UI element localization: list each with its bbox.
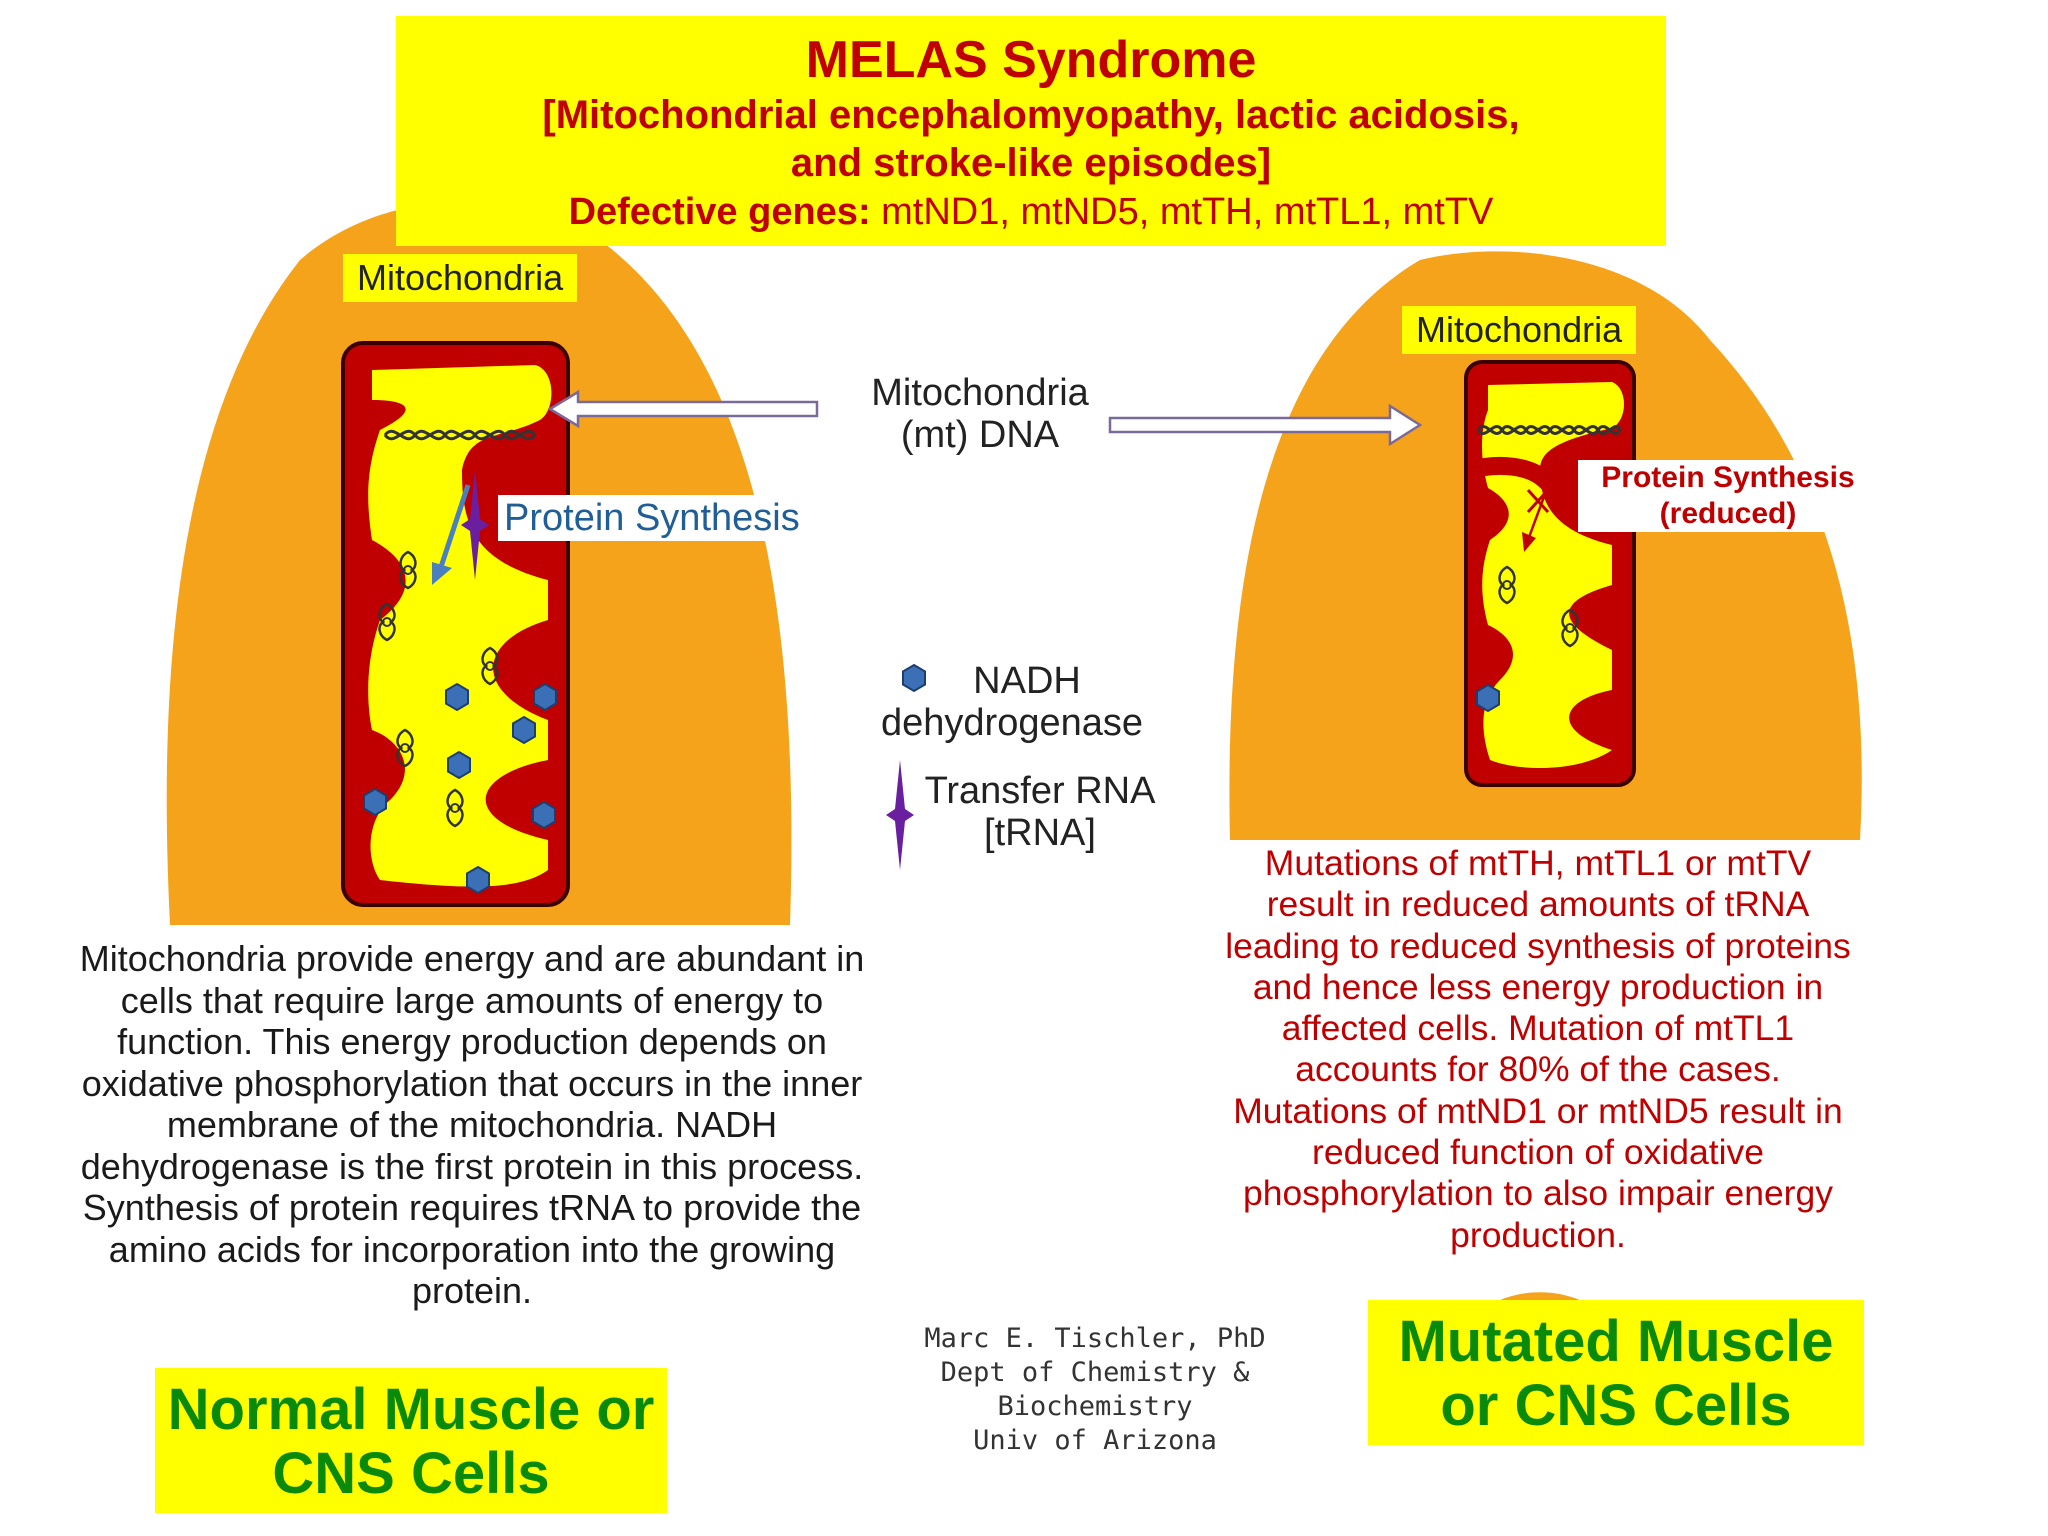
title-subtitle-line2: and stroke-like episodes] [790, 141, 1272, 185]
mutated-mitochondria-label: Mitochondria [1402, 306, 1637, 354]
mutated-mitochondrion [1464, 360, 1636, 787]
genes-label: Defective genes: [568, 191, 871, 233]
mutated-caption-box [1368, 1300, 1864, 1445]
page-title: MELAS Syndrome [805, 31, 1257, 89]
normal-mitochondrion [341, 341, 570, 907]
mutated-cell-description: Mutations of mtTH, mtTL1 or mtTV result … [1225, 843, 1851, 1255]
title-subtitle-line1: [Mitochondrial encephalomyopathy, lactic… [542, 93, 1520, 137]
mt-dna-label: Mitochondria (mt) DNA [871, 372, 1089, 456]
trna-legend-label: Transfer RNA [tRNA] [924, 770, 1156, 854]
defective-genes: Defective genes: mtND1, mtND5, mtTH, mtT… [396, 187, 1666, 237]
author-credit: Marc E. Tischler, PhD Dept of Chemistry … [924, 1323, 1266, 1456]
genes-list: mtND1, mtND5, mtTH, mtTL1, mtTV [881, 191, 1494, 233]
title-banner [396, 16, 1666, 246]
dna-arrow-left [547, 389, 819, 429]
normal-protein-synthesis-label: Protein Synthesis [498, 495, 806, 541]
mutated-protein-synthesis-label: Protein Synthesis (reduced) [1578, 460, 1878, 532]
normal-caption-box [155, 1368, 667, 1513]
normal-cell-caption: Normal Muscle or CNS Cells [167, 1377, 655, 1506]
nadh-legend-label: NADH dehydrogenase [881, 660, 1143, 744]
normal-mitochondria-label: Mitochondria [343, 254, 578, 302]
mutated-cell-caption: Mutated Muscle or CNS Cells [1398, 1309, 1834, 1438]
dna-arrow-right [1108, 403, 1423, 447]
normal-cell-description: Mitochondria provide energy and are abun… [79, 938, 865, 1311]
